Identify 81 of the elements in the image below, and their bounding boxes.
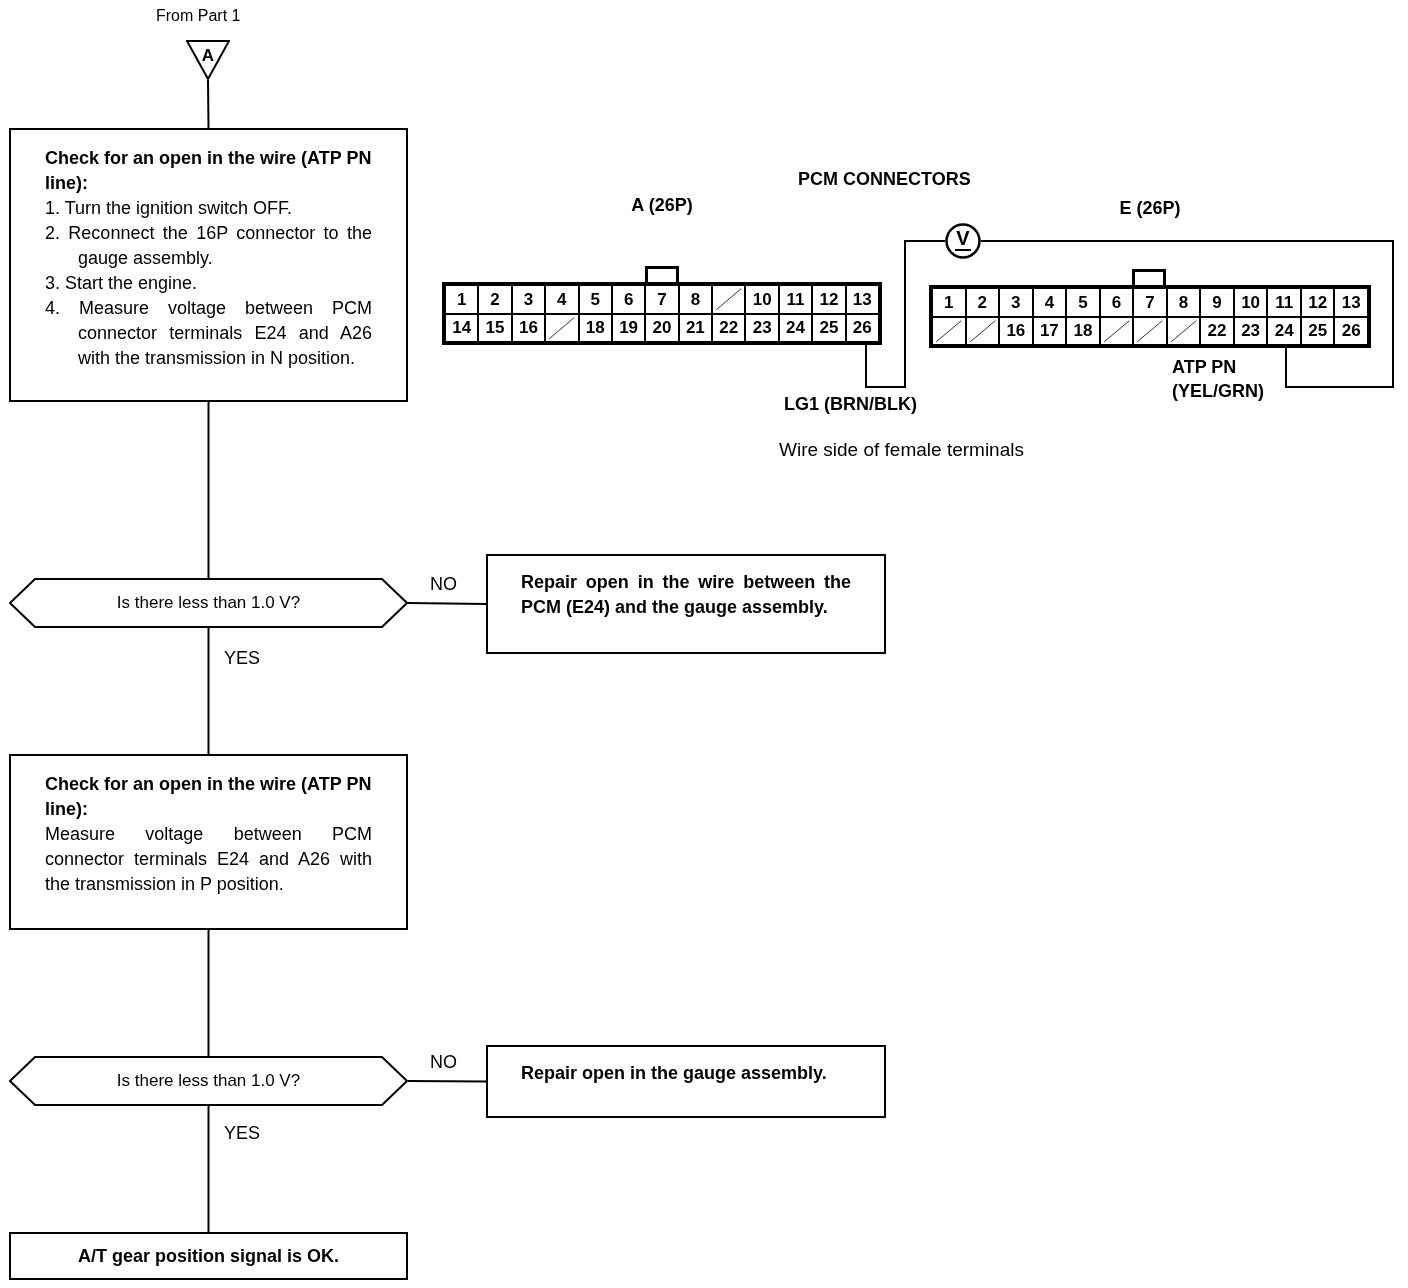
pin-number: 5	[1078, 293, 1088, 311]
pin-number: 13	[1341, 293, 1361, 311]
check-box	[9, 128, 408, 402]
repair-text: Repair open in the gauge assembly.	[521, 1062, 828, 1085]
connector-heading: E (26P)	[1118, 197, 1182, 220]
decision-shape	[9, 1056, 408, 1106]
pin-number: 7	[1145, 293, 1155, 311]
step-text: Measure voltage between PCM connector terminals E24 and A26 with the transmission in P position.	[45, 823, 372, 896]
wire	[865, 240, 946, 388]
voltmeter-letter: V	[956, 228, 970, 248]
pin-number: 23	[1241, 322, 1261, 340]
decision-shape	[9, 578, 408, 628]
pin-number: 3	[523, 290, 534, 308]
pin-number: 23	[752, 319, 772, 337]
wire	[980, 240, 1394, 388]
source-note: From Part 1	[156, 6, 241, 26]
pin-number: 2	[490, 290, 500, 308]
result-box	[9, 1232, 408, 1280]
connector-heading: A (26P)	[630, 194, 694, 217]
pin-number: 16	[519, 319, 538, 337]
voltmeter-symbol	[945, 223, 981, 259]
pin-number: 11	[1275, 293, 1294, 311]
pin-number: 8	[1178, 293, 1189, 311]
pin-number: 25	[819, 319, 839, 337]
pin-number: 10	[1241, 293, 1261, 311]
flow-line	[207, 401, 210, 579]
step-text: 4. Measure voltage between PCM connector terminals E24 and A26 with the transmission in N position.	[45, 297, 372, 370]
pin-number: 1	[456, 290, 467, 308]
pin-number: 19	[619, 319, 639, 337]
pin-number: 26	[1341, 322, 1361, 340]
pin-number: 13	[852, 290, 872, 308]
flow-line	[207, 1105, 210, 1233]
pin-number: 10	[752, 290, 772, 308]
pin-number: 17	[1039, 322, 1059, 340]
pin-number: 7	[657, 290, 667, 308]
step-text: 3. Start the engine.	[45, 272, 199, 295]
decision-question: Is there less than 1.0 V?	[116, 592, 301, 615]
pin-number: 16	[1006, 322, 1026, 340]
repair-box	[486, 554, 886, 654]
check-box	[9, 754, 408, 930]
pin-number: 6	[1111, 293, 1122, 311]
pin-number: 4	[557, 290, 567, 308]
pin-number: 24	[1274, 322, 1294, 340]
pin-number: 22	[1207, 322, 1227, 340]
pin-number: 21	[685, 319, 705, 337]
repair-box	[486, 1045, 886, 1118]
flow-line	[407, 1080, 487, 1083]
decision-question: Is there less than 1.0 V?	[116, 1070, 301, 1093]
pin-number: 22	[719, 319, 739, 337]
pin-number: 20	[652, 319, 672, 337]
pin-number: 8	[690, 290, 701, 308]
pin-number: 25	[1308, 322, 1328, 340]
repair-text: Repair open in the wire between the PCM (E24) and the gauge assembly.	[521, 571, 851, 619]
pin-number: 4	[1044, 293, 1055, 311]
pin-number: 12	[1308, 293, 1328, 311]
pin-number: 24	[786, 319, 805, 337]
pin-number: 15	[485, 319, 505, 337]
pin-number: 11	[786, 290, 805, 308]
pin-number: 6	[623, 290, 634, 308]
pin-number: 18	[1073, 322, 1093, 340]
view-note: Wire side of female terminals	[779, 438, 1024, 462]
result-text: A/T gear position signal is OK.	[77, 1244, 339, 1268]
check-heading: Check for an open in the wire (ATP PN line):	[45, 147, 372, 195]
pin-number: 2	[977, 293, 988, 311]
flow-line	[407, 602, 487, 605]
pin-number: 26	[852, 319, 872, 337]
pin-number: 3	[1011, 293, 1021, 311]
pin-number: 18	[585, 319, 605, 337]
pin-number: 5	[590, 290, 600, 308]
flow-line	[207, 929, 210, 1057]
diagram-heading: PCM CONNECTORS	[798, 168, 971, 191]
step-text: 2. Reconnect the 16P connector to the gauge assembly.	[45, 222, 372, 270]
pin-number: 12	[819, 290, 839, 308]
flow-line	[207, 79, 210, 129]
pin-number: 1	[944, 293, 954, 311]
check-heading: Check for an open in the wire (ATP PN line):	[45, 773, 372, 821]
connector-letter: A	[200, 45, 216, 67]
pin-number: 14	[452, 319, 472, 337]
step-text: 1. Turn the ignition switch OFF.	[45, 197, 294, 220]
pin-number: 9	[1212, 293, 1222, 311]
flow-line	[207, 627, 210, 755]
